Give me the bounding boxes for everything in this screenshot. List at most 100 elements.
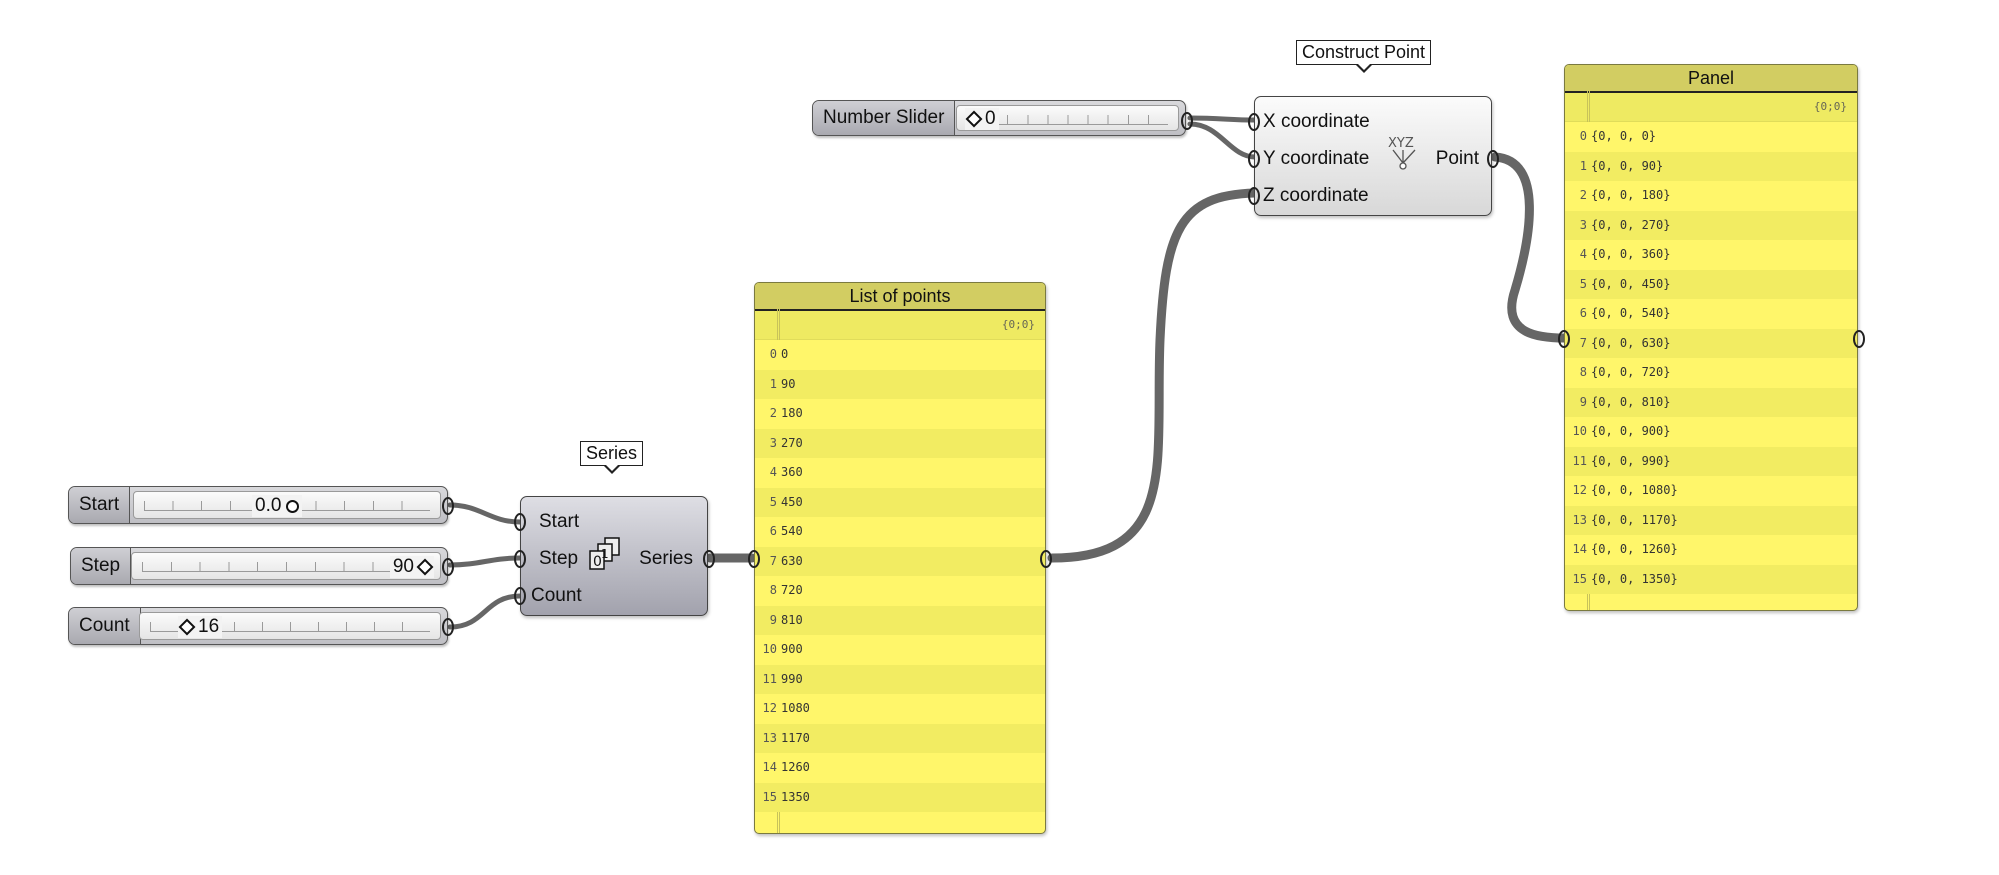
input-grip-icon[interactable] (1248, 150, 1260, 168)
slider-track[interactable]: 0 (956, 105, 1179, 131)
count-slider[interactable]: Count 16 (68, 607, 448, 645)
row-index: 11 (1572, 453, 1587, 468)
output-grip-icon[interactable] (442, 558, 454, 576)
slider-value: 90 (392, 556, 414, 577)
input-start[interactable]: Start (539, 511, 580, 532)
panel-row: 0{0, 0, 0} (1565, 122, 1857, 152)
row-index: 8 (1579, 365, 1587, 379)
output-grip-icon[interactable] (703, 550, 715, 568)
construct-point-icon: XYZ (1388, 136, 1416, 170)
panel-row: 5{0, 0, 450} (1565, 269, 1857, 299)
row-value: {0, 0, 360} (1591, 247, 1671, 261)
row-index: 3 (1579, 217, 1587, 232)
slider-grip-icon[interactable] (178, 618, 196, 636)
row-index: 15 (762, 789, 777, 804)
row-index: 6 (1579, 306, 1587, 320)
row-value: 990 (781, 671, 803, 686)
slider-grip-icon[interactable] (416, 558, 434, 576)
svg-text:1: 1 (601, 547, 609, 561)
row-index: 14 (762, 760, 777, 774)
slider-value: 0 (985, 108, 996, 129)
start-slider[interactable]: Start 0.0 (68, 486, 448, 524)
panel-row: 6{0, 0, 540} (1565, 299, 1857, 329)
panel-title: List of points (755, 283, 1045, 311)
slider-track[interactable]: 0.0 (133, 491, 441, 519)
panel-row: 11 990 (755, 664, 1045, 694)
panel-row: 4{0, 0, 360} (1565, 240, 1857, 270)
slider-label: Start (69, 487, 131, 523)
row-index: 7 (1579, 335, 1587, 350)
input-grip-icon[interactable] (1248, 187, 1260, 205)
slider-value: 16 (198, 616, 220, 637)
input-step[interactable]: Step (539, 548, 579, 569)
input-grip-icon[interactable] (514, 587, 526, 605)
construct-point-component[interactable]: X coordinate Y coordinate Z coordinate X… (1254, 96, 1492, 216)
row-index: 4 (769, 465, 777, 479)
row-value: 900 (781, 642, 803, 656)
series-component[interactable]: Start Step Count 0 1 Series (520, 496, 708, 616)
panel-row: 2{0, 0, 180} (1565, 181, 1857, 211)
row-index: 6 (769, 524, 777, 538)
input-grip-icon[interactable] (514, 513, 526, 531)
output-series[interactable]: Series (639, 548, 693, 569)
row-value: 1080 (781, 701, 810, 715)
input-y-coordinate[interactable]: Y coordinate (1263, 148, 1370, 169)
output-grip-icon[interactable] (442, 497, 454, 515)
panel-row: 1{0, 0, 90} (1565, 151, 1857, 181)
wire-count-to-series (447, 593, 523, 630)
row-index: 11 (762, 671, 777, 686)
row-value: 1260 (781, 760, 810, 774)
output-grip-icon[interactable] (1487, 150, 1499, 168)
row-value: 360 (781, 465, 803, 479)
point-panel[interactable]: Panel {0;0} 0{0, 0, 0}1{0, 0, 90}2{0, 0,… (1564, 64, 1858, 611)
output-point[interactable]: Point (1435, 148, 1479, 169)
output-grip-icon[interactable] (1181, 112, 1193, 130)
panel-row: 15{0, 0, 1350} (1565, 564, 1857, 594)
wire-slider-to-y (1187, 121, 1258, 160)
svg-text:0: 0 (593, 554, 602, 570)
panel-path: {0;0} (1565, 93, 1857, 122)
step-slider[interactable]: Step 90 (70, 547, 448, 585)
row-index: 15 (1572, 571, 1587, 586)
number-slider[interactable]: Number Slider 0 (812, 100, 1186, 136)
row-index: 1 (1579, 158, 1587, 173)
slider-grip-icon[interactable] (286, 499, 300, 513)
row-index: 7 (769, 553, 777, 568)
slider-track[interactable]: 16 (139, 612, 441, 640)
row-value: {0, 0, 270} (1591, 217, 1671, 232)
slider-label: Number Slider (813, 101, 956, 135)
row-index: 3 (769, 435, 777, 450)
input-grip-icon[interactable] (1558, 330, 1570, 348)
wire-point-to-panel (1490, 152, 1570, 343)
output-grip-icon[interactable] (1040, 550, 1052, 568)
input-grip-icon[interactable] (748, 550, 760, 568)
row-index: 13 (762, 730, 777, 745)
output-grip-icon[interactable] (1853, 330, 1865, 348)
wire-slider-to-x (1187, 115, 1258, 123)
output-grip-icon[interactable] (442, 618, 454, 636)
panel-row: 12{0, 0, 1080} (1565, 476, 1857, 506)
row-index: 5 (1579, 276, 1587, 291)
row-index: 9 (1579, 394, 1587, 409)
slider-grip-icon[interactable] (965, 110, 983, 128)
panel-title: Panel (1565, 65, 1857, 93)
input-grip-icon[interactable] (1248, 113, 1260, 131)
input-x-coordinate[interactable]: X coordinate (1263, 111, 1370, 132)
input-z-coordinate[interactable]: Z coordinate (1263, 185, 1369, 206)
row-index: 8 (769, 583, 777, 597)
panel-row: 7{0, 0, 630} (1565, 328, 1857, 358)
xyz-icon-text: XYZ (1388, 136, 1414, 151)
slider-track[interactable]: 90 (131, 552, 441, 580)
row-value: 810 (781, 612, 803, 627)
row-value: 1170 (781, 730, 810, 745)
input-grip-icon[interactable] (514, 550, 526, 568)
panel-row: 11{0, 0, 990} (1565, 446, 1857, 476)
input-count[interactable]: Count (531, 585, 582, 606)
